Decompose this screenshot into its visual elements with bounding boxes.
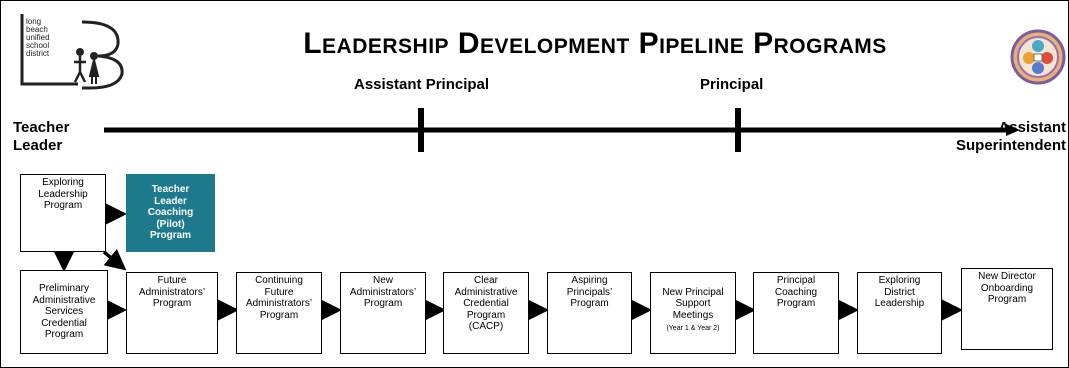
box-label: Preliminary Administrative Services Cred… (32, 283, 96, 341)
box-label: Exploring Leadership Program (38, 177, 88, 211)
box-label: Exploring District Leadership (874, 275, 925, 309)
stage-label: Leader (13, 137, 63, 154)
district-seal-icon (1010, 14, 1066, 96)
box-exploring-leadership: Exploring Leadership Program (20, 174, 106, 252)
logo-graphic (20, 14, 124, 90)
box-continuing-future-administrators: Continuing Future Administrators’ Progra… (236, 272, 322, 354)
stage-assistant-principal: Assistant Principal (354, 76, 490, 93)
stage-label: Assistant (998, 119, 1066, 136)
stage-assistant-superintendent: Assistant Superintendent (934, 119, 1066, 155)
box-future-administrators: Future Administrators’ Program (126, 272, 218, 354)
box-label: New Administrators’ Program (349, 275, 417, 309)
stage-teacher-leader: Teacher Leader (13, 119, 69, 155)
logo-line: unified (26, 33, 50, 42)
box-label: Continuing Future Administrators’ Progra… (245, 275, 313, 321)
box-label: Aspiring Principals’ Program (566, 275, 613, 309)
box-label: New Director Onboarding Program (978, 271, 1036, 305)
box-label: Clear Administrative Credential Program … (454, 275, 518, 332)
box-preliminary-credential: Preliminary Administrative Services Cred… (20, 270, 108, 354)
box-teacher-leader-coaching: Teacher Leader Coaching (Pilot) Program (126, 174, 215, 252)
box-new-principal-support: New Principal Support Meetings (Year 1 &… (650, 272, 736, 354)
box-new-director-onboarding: New Director Onboarding Program (961, 268, 1053, 350)
timeline-arrow-head (1006, 124, 1020, 136)
box-aspiring-principals: Aspiring Principals’ Program (547, 272, 632, 354)
logo-line: beach (26, 25, 48, 34)
box-label: Principal Coaching Program (774, 275, 818, 309)
logo-line: long (26, 17, 42, 26)
box-label: Future Administrators’ Program (138, 275, 206, 309)
box-exploring-district-leadership: Exploring District Leadership (857, 272, 942, 354)
arrow-exploring-to-future (102, 248, 127, 271)
stage-label: Superintendent (955, 137, 1066, 154)
page-title: Leadership Development Pipeline Programs (303, 27, 887, 60)
box-sublabel: (Year 1 & Year 2) (666, 325, 720, 332)
logo-line: school (26, 41, 50, 50)
box-new-administrators: New Administrators’ Program (340, 272, 426, 354)
box-clear-credential: Clear Administrative Credential Program … (443, 272, 529, 354)
box-label: New Principal Support Meetings (662, 286, 724, 321)
stage-principal: Principal (700, 76, 764, 93)
district-logo: long beach unified school district (20, 12, 130, 90)
box-label: Teacher Leader Coaching (Pilot) Program (147, 184, 194, 242)
logo-text: long beach unified school district (26, 18, 50, 58)
stage-label: Teacher (13, 119, 70, 136)
logo-line: district (26, 49, 50, 58)
box-principal-coaching: Principal Coaching Program (753, 272, 839, 354)
